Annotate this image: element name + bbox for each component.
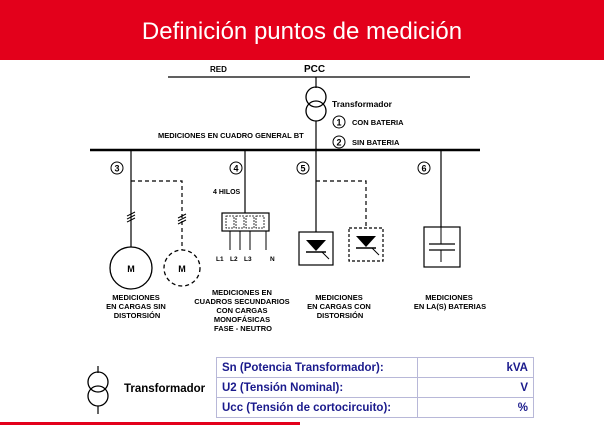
feeder-3-tick-2 xyxy=(126,214,136,220)
nonlinear-load-2-diode xyxy=(356,236,376,247)
option-1-text: CON BATERIA xyxy=(352,118,404,127)
nonlinear-load-1-diode xyxy=(306,240,326,251)
motor-2 xyxy=(163,249,201,287)
param-name: Sn (Potencia Transformador): xyxy=(216,357,418,378)
motor-1-label: M xyxy=(127,264,135,274)
legend-transformer-secondary xyxy=(87,385,109,407)
point-5-number: 5 xyxy=(300,164,305,174)
caption-loads-distortion: MEDICIONES EN CARGAS CON DISTORSIÓN xyxy=(307,293,373,320)
battery-bank xyxy=(423,226,461,268)
option-2-text: SIN BATERIA xyxy=(352,138,400,147)
neutral-label: N xyxy=(270,256,275,263)
caption-secondary-panels: MEDICIONES EN CUADROS SECUNDARIOS CON CA… xyxy=(194,288,292,333)
feeder-3-dashed-branch xyxy=(131,180,183,250)
transformer-label: Transformador xyxy=(332,99,393,109)
feeder-3b-tick-1 xyxy=(177,213,187,219)
feeder-3-tick-3 xyxy=(126,217,136,223)
param-unit: V xyxy=(417,377,534,398)
motor-2-label: M xyxy=(178,264,186,274)
title-bar: Definición puntos de medición xyxy=(0,0,604,60)
option-2-number: 2 xyxy=(336,138,341,148)
transformer-secondary-coil xyxy=(305,100,327,122)
busbar-label: MEDICIONES EN CUADRO GENERAL BT xyxy=(158,131,304,140)
point-6-badge xyxy=(417,161,431,175)
phase-l1-label: L1 xyxy=(216,256,224,263)
point-6-number: 6 xyxy=(421,164,426,174)
caption-batteries: MEDICIONES EN LA(S) BATERIAS xyxy=(414,293,486,311)
nonlinear-load-2-gate xyxy=(371,247,380,256)
motor-1 xyxy=(109,246,153,290)
secondary-panel-breakers xyxy=(225,215,265,229)
phase-l3-label: L3 xyxy=(244,256,252,263)
point-3-number: 3 xyxy=(114,164,119,174)
legend-transformer-label: Transformador xyxy=(124,383,206,395)
feeder-3b-tick-3 xyxy=(177,219,187,225)
footer-accent-line xyxy=(0,422,300,425)
table-row: Sn (Potencia Transformador): kVA xyxy=(216,357,534,378)
option-2-badge xyxy=(332,135,346,149)
transformer-primary-coil xyxy=(305,86,327,108)
option-1-number: 1 xyxy=(336,118,341,128)
phase-l2-label: L2 xyxy=(230,256,238,263)
param-unit: % xyxy=(417,397,534,418)
point-4-badge xyxy=(229,161,243,175)
nonlinear-load-1-gate xyxy=(321,251,330,260)
feeder-3b-tick-2 xyxy=(177,216,187,222)
option-1-badge xyxy=(332,115,346,129)
point-4-number: 4 xyxy=(233,164,238,174)
param-name: Ucc (Tensión de cortocircuito): xyxy=(216,397,418,418)
point-3-badge xyxy=(110,161,124,175)
four-wire-label: 4 HILOS xyxy=(213,189,241,196)
slide-title: Definición puntos de medición xyxy=(141,18,463,45)
param-unit: kVA xyxy=(417,357,534,378)
feeder-3-tick-1 xyxy=(126,211,136,217)
param-name: U2 (Tensión Nominal): xyxy=(216,377,418,398)
point-5-badge xyxy=(296,161,310,175)
pcc-label: PCC xyxy=(304,64,325,75)
red-label: RED xyxy=(210,65,227,74)
transformer-parameters-table: Sn (Potencia Transformador): kVA U2 (Ten… xyxy=(216,357,534,418)
feeder-5-dashed-branch xyxy=(316,180,367,228)
caption-loads-no-distortion: MEDICIONES EN CARGAS SIN DISTORSIÓN xyxy=(106,293,168,320)
table-row: Ucc (Tensión de cortocircuito): % xyxy=(216,397,534,418)
legend-transformer-primary xyxy=(87,371,109,393)
table-row: U2 (Tensión Nominal): V xyxy=(216,377,534,398)
